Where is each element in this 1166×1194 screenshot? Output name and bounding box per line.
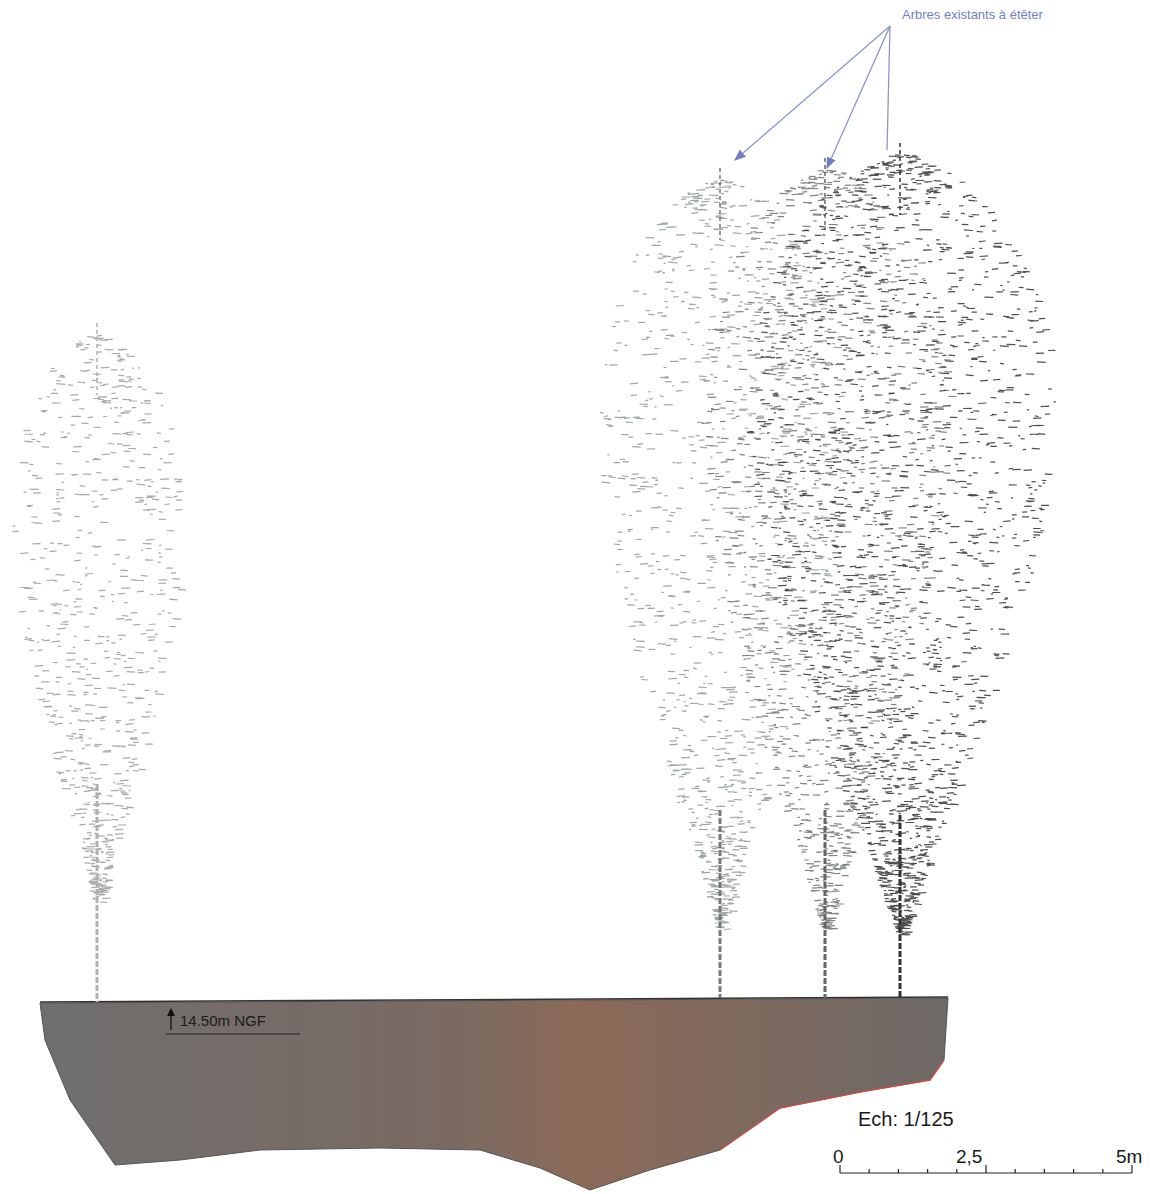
scale-number: 5m	[1116, 1146, 1142, 1168]
level-marker	[166, 1008, 300, 1034]
callout-note: Arbres existants à étêter	[902, 8, 1043, 23]
tree-foliage	[600, 180, 849, 930]
tree-leader	[96, 323, 98, 395]
tree-foliage	[702, 170, 957, 929]
leader-lines	[735, 26, 890, 168]
ground-section	[40, 998, 948, 1190]
tree-leader	[719, 168, 721, 240]
scale-number: 2,5	[956, 1146, 982, 1168]
tree-trunk	[899, 815, 902, 998]
tree-leader	[899, 143, 901, 215]
tree-group	[13, 143, 1056, 1002]
tree-trunk	[824, 810, 827, 998]
tree-trunk	[96, 785, 99, 1002]
scale-number: 0	[833, 1146, 844, 1168]
tree-leader	[824, 158, 826, 230]
tree-foliage	[13, 335, 187, 902]
level-label: 14.50m NGF	[180, 1012, 266, 1029]
ground-edge	[720, 1060, 944, 1150]
scale-bar	[840, 1165, 1132, 1173]
scale-label: Ech: 1/125	[858, 1108, 954, 1131]
ground-top-line	[40, 997, 948, 1002]
tree-trunk	[719, 810, 722, 998]
